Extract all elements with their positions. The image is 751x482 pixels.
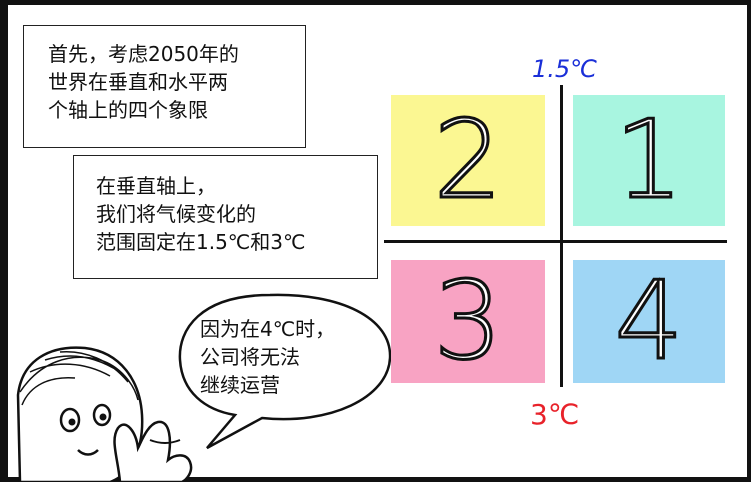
- quadrant-3-number: 3: [432, 258, 504, 386]
- character-hand: [113, 420, 193, 482]
- quadrant-4: 4: [573, 258, 725, 386]
- vertical-axis-caption-text: 在垂直轴上， 我们将气候变化的 范围固定在1.5℃和3℃: [96, 174, 306, 254]
- axis-bottom-label: 3℃: [530, 398, 580, 431]
- quadrant-3: 3: [391, 258, 545, 386]
- quadrant-1: 1: [573, 95, 725, 226]
- character-hair: [19, 351, 139, 406]
- speech-bubble: [178, 293, 392, 450]
- quadrant-2-number: 2: [432, 97, 504, 225]
- horizontal-axis: [384, 240, 727, 243]
- quadrant-2: 2: [391, 95, 545, 226]
- vertical-axis-caption-box: 在垂直轴上， 我们将气候变化的 范围固定在1.5℃和3℃: [73, 155, 378, 279]
- speech-bubble-text: 因为在4℃时， 公司将无法 继续运营: [200, 317, 336, 397]
- panel-gutter: [0, 0, 8, 482]
- quadrant-4-number: 4: [613, 258, 685, 386]
- intro-caption-box: 首先，考虑2050年的 世界在垂直和水平两 个轴上的四个象限: [23, 25, 306, 148]
- vertical-axis: [560, 85, 563, 387]
- character-mouth: [77, 449, 99, 456]
- intro-caption-text: 首先，考虑2050年的 世界在垂直和水平两 个轴上的四个象限: [48, 42, 239, 122]
- quadrant-1-number: 1: [613, 97, 685, 225]
- axis-top-label: 1.5℃: [532, 55, 598, 83]
